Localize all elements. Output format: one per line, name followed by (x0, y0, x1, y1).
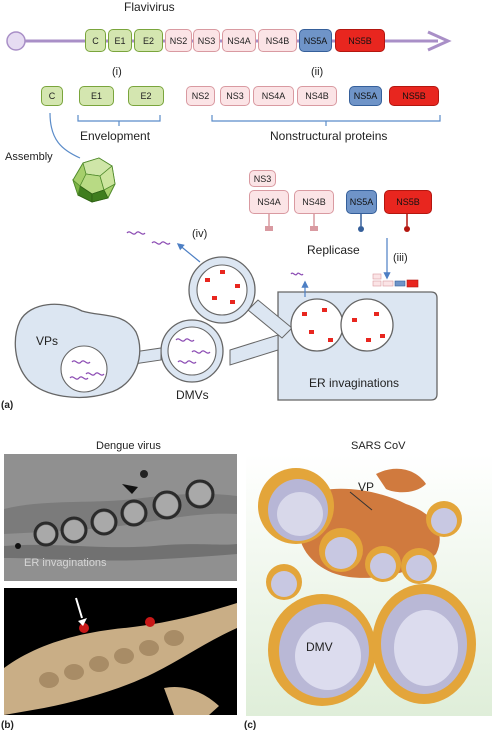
rna-squiggles (69, 231, 304, 380)
replicase-stems (265, 214, 410, 232)
dmv-label: DMV (306, 640, 333, 654)
replicase-cluster-icon (372, 273, 419, 288)
panel-a-diagram (6, 30, 452, 401)
genome-segment-ns2: NS2 (165, 29, 192, 52)
dengue-em-image: ER invaginations (4, 454, 237, 581)
dengue-3d-image (4, 588, 237, 715)
protein-c: C (41, 86, 63, 106)
protein-ns3: NS3 (220, 86, 250, 106)
genome-segment-e2: E2 (134, 29, 163, 52)
dengue-er-label: ER invaginations (24, 557, 107, 569)
protein-ns5a: NS5A (349, 86, 382, 106)
genome-segment-c: C (85, 29, 106, 52)
group-iv-label: (iv) (192, 228, 208, 240)
group-i-label: (i) (112, 66, 122, 78)
protein-ns4b: NS4B (297, 86, 337, 106)
assembly-arrow (49, 112, 81, 159)
protein-ns5b: NS5B (389, 86, 439, 106)
genome-segment-ns3: NS3 (193, 29, 220, 52)
replicase-ns3: NS3 (249, 170, 276, 187)
dmvs-label: DMVs (176, 388, 209, 402)
er-cell (229, 291, 438, 401)
genome-segment-ns5b: NS5B (335, 29, 385, 52)
replicase-ns5a: NS5A (346, 190, 377, 214)
protein-ns2: NS2 (186, 86, 215, 106)
genome-segment-ns4b: NS4B (258, 29, 297, 52)
replicase-ns5b: NS5B (384, 190, 432, 214)
panel-c-letter: (c) (244, 720, 257, 731)
vp-cell (14, 303, 141, 399)
genome-segment-ns5a: NS5A (299, 29, 332, 52)
er-invaginations-label: ER invaginations (309, 376, 400, 390)
replicase-ns4b: NS4B (294, 190, 334, 214)
protein-e1: E1 (79, 86, 114, 106)
nonstructural-bracket (211, 115, 441, 126)
dmv (119, 319, 224, 383)
top-vesicle (176, 243, 256, 324)
dengue-title: Dengue virus (96, 440, 161, 452)
vps-label: VPs (36, 334, 59, 348)
flavivirus-title: Flavivirus (124, 0, 175, 14)
nonstructural-label: Nonstructural proteins (270, 129, 388, 143)
panel-b-letter: (b) (1, 720, 14, 731)
sars-title: SARS CoV (351, 440, 406, 452)
protein-e2: E2 (128, 86, 164, 106)
genome-segment-e1: E1 (108, 29, 132, 52)
genome-segment-ns4a: NS4A (222, 29, 256, 52)
membrane-proteins (205, 270, 385, 342)
replicase-ns4a: NS4A (249, 190, 289, 214)
vp-label: VP (358, 480, 375, 494)
protein-ns4a: NS4A (253, 86, 294, 106)
group-iii-label: (iii) (393, 252, 408, 264)
envelopment-bracket (77, 115, 161, 126)
capsid-icon (72, 157, 116, 203)
assembly-label: Assembly (5, 151, 53, 163)
group-ii-label: (ii) (311, 66, 324, 78)
panel-a-letter: (a) (1, 400, 14, 411)
replicase-label: Replicase (307, 243, 360, 257)
sars-3d-image: VP DMV (246, 454, 492, 716)
envelopment-label: Envelopment (80, 129, 151, 143)
